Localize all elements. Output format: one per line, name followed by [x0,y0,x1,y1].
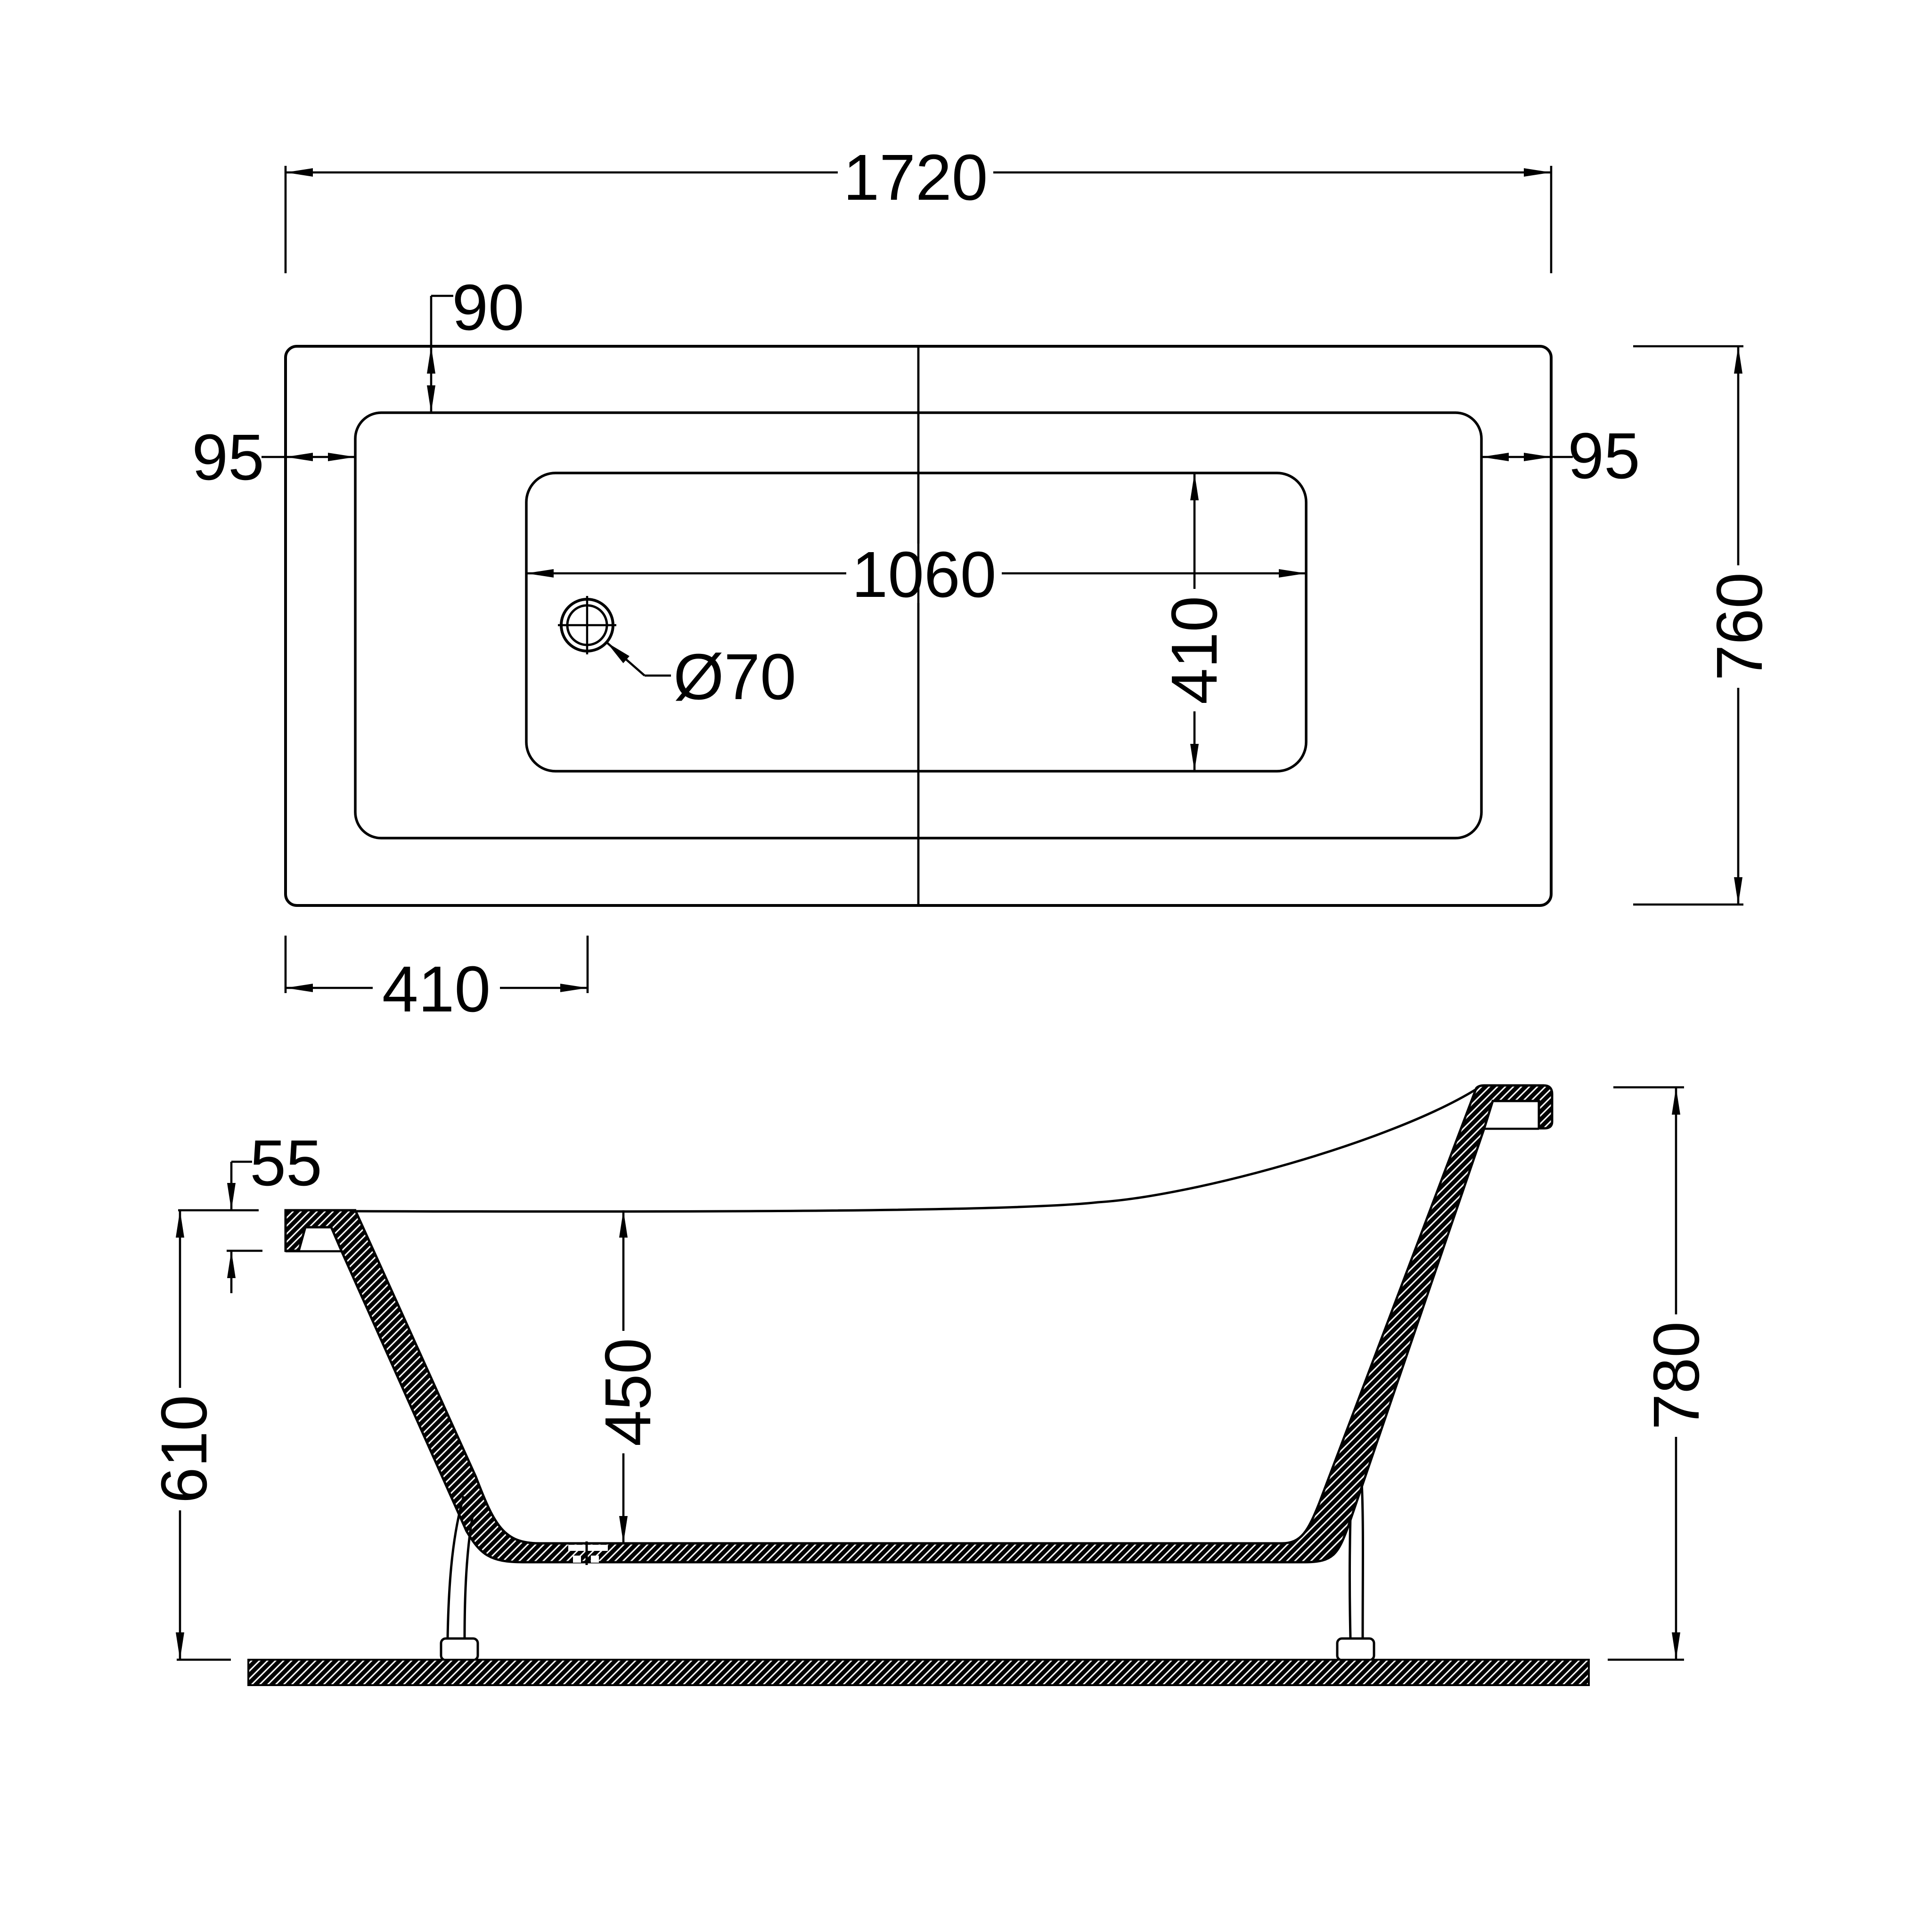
svg-text:1720: 1720 [843,141,988,214]
svg-text:780: 780 [1640,1321,1713,1430]
svg-text:410: 410 [1158,596,1231,704]
svg-text:450: 450 [592,1338,664,1446]
svg-text:95: 95 [1568,420,1640,492]
svg-text:610: 610 [148,1395,221,1503]
svg-text:Ø70: Ø70 [673,641,796,713]
svg-text:55: 55 [250,1127,322,1199]
svg-text:760: 760 [1703,572,1776,681]
svg-text:95: 95 [192,421,264,494]
svg-text:90: 90 [452,271,524,344]
svg-text:1060: 1060 [852,538,997,611]
svg-text:410: 410 [382,953,491,1026]
